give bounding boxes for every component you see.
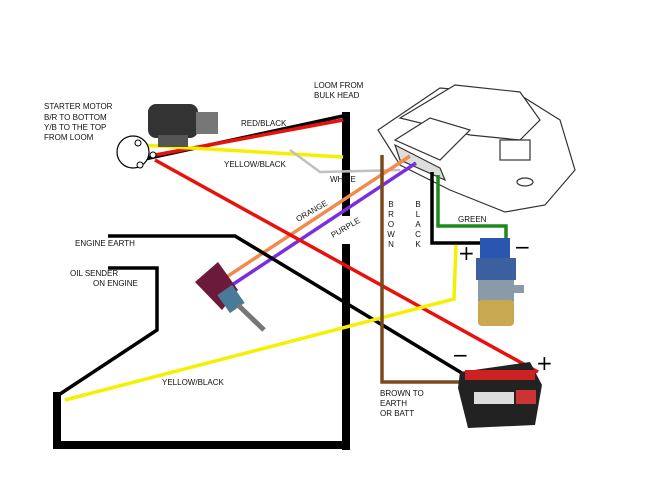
label-oil-sender-line1: OIL SENDER: [70, 269, 118, 278]
wire-orange: [227, 154, 411, 278]
labels: STARTER MOTOR B/R TO BOTTOM Y/B TO THE T…: [44, 81, 553, 418]
coil-minus-symbol: −: [514, 235, 531, 259]
label-starter-line1: STARTER MOTOR: [44, 102, 113, 111]
label-starter-line3: Y/B TO THE TOP: [44, 123, 106, 132]
distributor: [195, 262, 266, 332]
label-brown-to-earth-line1: BROWN TO: [380, 389, 424, 398]
label-brown-to-earth-line2: EARTH: [380, 399, 407, 408]
label-starter-line2: B/R TO BOTTOM: [44, 113, 107, 122]
coil-plus-symbol: +: [458, 241, 475, 265]
label-green: GREEN: [458, 215, 487, 224]
wire-purple: [231, 161, 417, 287]
label-yellow-black-bottom: YELLOW/BLACK: [162, 378, 224, 387]
label-yellow-black-top: YELLOW/BLACK: [224, 160, 286, 169]
label-loom-line1: LOOM FROM: [314, 81, 364, 90]
label-black: BLACK: [414, 200, 423, 250]
wire-yellow-black-bottom: [64, 244, 458, 402]
wire-brown: [380, 155, 476, 384]
battery-plus-symbol: +: [536, 351, 553, 375]
wire-oil-sender: [59, 266, 159, 396]
battery: [458, 362, 542, 428]
wire-red-battery: [154, 158, 539, 374]
label-loom-line2: BULK HEAD: [314, 91, 360, 100]
label-brown: BROWN: [386, 200, 395, 250]
ignition-module: [377, 84, 576, 213]
wire-black-coil: [430, 172, 488, 245]
label-brown-to-earth-line3: OR BATT: [380, 409, 414, 418]
wire-white: [289, 148, 401, 174]
label-starter-line4: FROM LOOM: [44, 133, 94, 142]
label-white: WHITE: [330, 175, 356, 184]
starter-motor: [116, 104, 218, 169]
label-engine-earth: ENGINE EARTH: [75, 239, 135, 248]
battery-minus-symbol: −: [452, 343, 469, 367]
wire-green: [436, 175, 508, 245]
wire-engine-earth: [108, 234, 471, 380]
ignition-coil: [476, 238, 524, 326]
label-oil-sender-line2: ON ENGINE: [93, 279, 138, 288]
label-red-black: RED/BLACK: [241, 119, 287, 128]
wire-red-black-red: [149, 118, 344, 158]
label-purple: PURPLE: [330, 216, 362, 240]
